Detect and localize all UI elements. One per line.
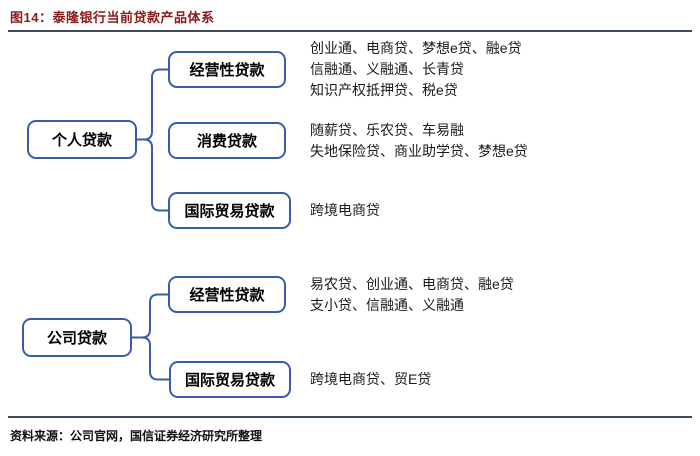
- product-line: 知识产权抵押贷、税e贷: [310, 82, 458, 98]
- product-line: 失地保险贷、商业助学贷、梦想e贷: [310, 143, 528, 159]
- node-corporate-business-loans: 经营性贷款: [168, 276, 286, 313]
- personal-business-products: 创业通、电商贷、梦想e贷、融e贷 信融通、义融通、长青贷 知识产权抵押贷、税e贷: [310, 38, 522, 101]
- bottom-divider: [8, 416, 692, 418]
- product-line: 信融通、义融通、长青贷: [310, 61, 464, 77]
- top-divider: [8, 30, 692, 32]
- node-personal-loans: 个人贷款: [27, 120, 137, 159]
- corporate-bracket-bottom: [131, 336, 170, 381]
- corporate-business-products: 易农贷、创业通、电商贷、融e贷 支小贷、信融通、义融通: [310, 274, 514, 316]
- personal-consumer-products: 随薪贷、乐农贷、车易融 失地保险贷、商业助学贷、梦想e贷: [310, 120, 528, 162]
- product-line: 创业通、电商贷、梦想e贷、融e贷: [310, 40, 522, 56]
- corporate-trade-products: 跨境电商贷、贸E贷: [310, 369, 431, 390]
- product-line: 随薪贷、乐农贷、车易融: [310, 122, 464, 138]
- product-line: 跨境电商贷: [310, 202, 380, 218]
- personal-bracket-bottom: [136, 138, 169, 212]
- node-corporate-loans: 公司贷款: [22, 318, 132, 357]
- node-personal-trade-loans: 国际贸易贷款: [168, 192, 291, 229]
- product-line: 易农贷、创业通、电商贷、融e贷: [310, 276, 514, 292]
- node-personal-consumer-loans: 消费贷款: [168, 122, 286, 159]
- figure-title: 图14：泰隆银行当前贷款产品体系: [10, 10, 215, 25]
- personal-bracket-top: [136, 68, 169, 141]
- product-line: 支小贷、信融通、义融通: [310, 297, 464, 313]
- source-note: 资料来源：公司官网，国信证券经济研究所整理: [10, 429, 263, 443]
- corporate-bracket-top: [131, 293, 169, 339]
- node-corporate-trade-loans: 国际贸易贷款: [169, 361, 291, 398]
- personal-trade-products: 跨境电商贷: [310, 200, 380, 221]
- product-line: 跨境电商贷、贸E贷: [310, 371, 432, 387]
- node-personal-business-loans: 经营性贷款: [168, 51, 286, 88]
